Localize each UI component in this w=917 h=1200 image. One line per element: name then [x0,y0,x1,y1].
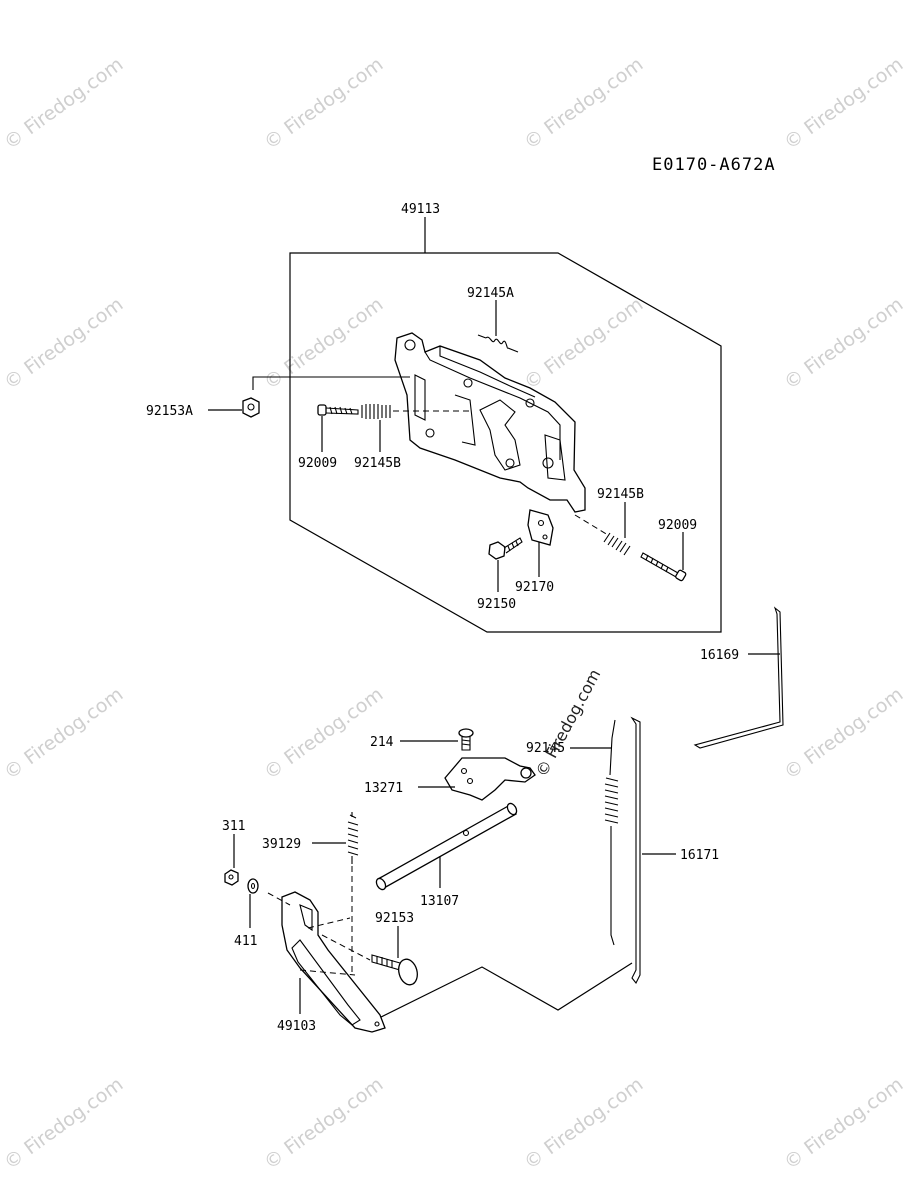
watermark: © Firedog.com [260,53,387,154]
spring-92145A [477,334,519,353]
watermark: © Firedog.com [0,1073,127,1174]
rod-16171 [630,716,641,985]
label-92009-right: 92009 [658,518,697,533]
watermark: © Firedog.com [520,1073,647,1174]
spring-39129 [347,812,359,975]
bolt-92009-left [317,404,359,416]
watermark: © Firedog.com [0,53,127,154]
watermark: © Firedog.com [780,1073,907,1174]
nut-92153A [242,376,410,418]
watermark-overlay: © Firedog.com [532,666,605,780]
label-92153A: 92153A [146,404,193,419]
assembly-outline-lower [374,962,633,1021]
shaft-13107 [375,802,518,891]
watermark: © Firedog.com [520,53,647,154]
watermark: © Firedog.com [260,683,387,784]
spring-92145 [604,719,619,946]
watermark: © Firedog.com [260,1073,387,1174]
label-411: 411 [234,934,257,949]
screw-214 [458,728,474,751]
control-plate [394,332,586,513]
clip-92170 [527,509,554,546]
label-13107: 13107 [420,894,459,909]
rod-16169 [693,606,784,749]
lever-plate-13271 [444,757,536,801]
label-49103: 49103 [277,1019,316,1034]
spring-92145B-right [574,514,631,556]
watermark: © Firedog.com [0,683,127,784]
label-92170: 92170 [515,580,554,595]
watermark: © Firedog.com [780,683,907,784]
diagram-code: E0170-A672A [652,155,776,175]
label-92153: 92153 [375,911,414,926]
washer-411 [247,878,259,894]
label-92009-left: 92009 [298,456,337,471]
assembly-outline-upper [289,252,722,633]
label-92150: 92150 [477,597,516,612]
label-92145B-left: 92145B [354,456,401,471]
watermark: © Firedog.com [0,293,127,394]
bolt-92150 [488,537,523,560]
label-16171: 16171 [680,848,719,863]
label-39129: 39129 [262,837,301,852]
spring-92145B-left [361,404,470,419]
label-49113: 49113 [401,202,440,217]
label-214: 214 [370,735,394,750]
pin-92153 [371,954,418,986]
label-92145: 92145 [526,741,565,756]
label-16169: 16169 [700,648,739,663]
watermark: © Firedog.com [780,53,907,154]
nut-311 [224,869,239,886]
label-92145A: 92145A [467,286,514,301]
watermark: © Firedog.com [260,293,387,394]
label-13271: 13271 [364,781,403,796]
watermark: © Firedog.com [520,293,647,394]
label-311: 311 [222,819,245,834]
watermark: © Firedog.com [780,293,907,394]
bolt-92009-right [640,552,687,582]
lever-arm-49103 [267,891,386,1033]
label-92145B-right: 92145B [597,487,644,502]
